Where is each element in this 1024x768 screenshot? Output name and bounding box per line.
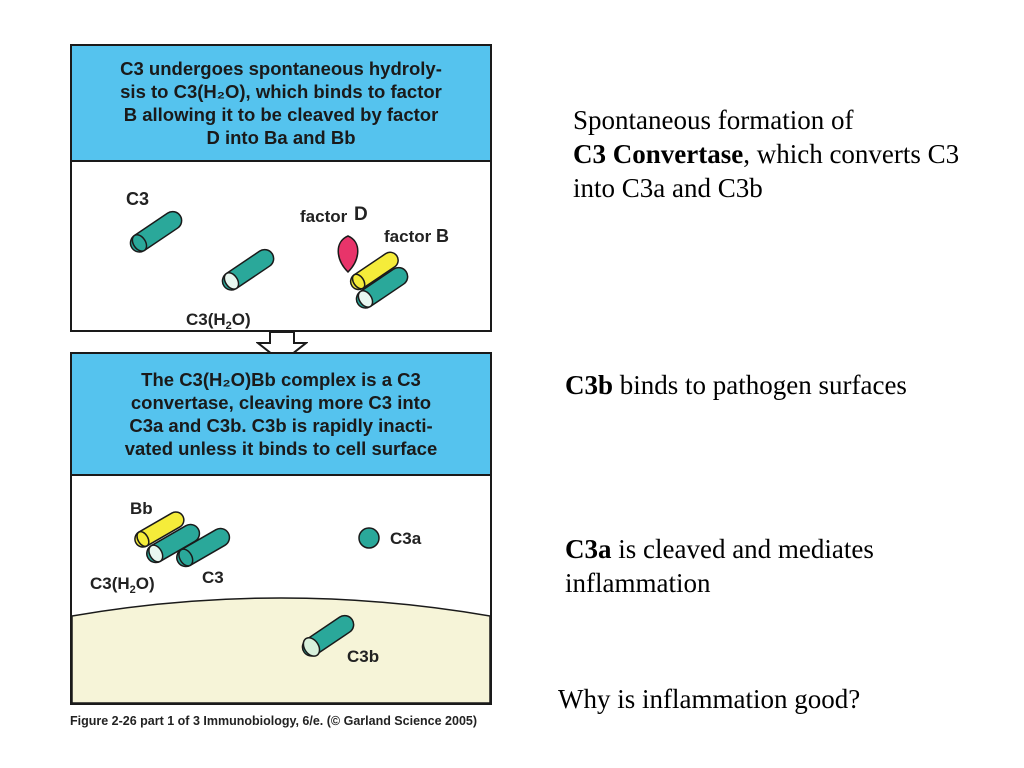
- note3-bold: C3a: [565, 534, 612, 564]
- caption-bottom-text: The C3(H₂O)Bb complex is a C3 convertase…: [125, 368, 438, 460]
- c3a-molecule-icon: [358, 527, 380, 549]
- label-factor-b-word: factor: [384, 227, 432, 246]
- label-c3: C3: [202, 568, 224, 587]
- note1-bold: C3 Convertase: [573, 139, 744, 169]
- illustration-bottom: Bb C3(H2O) C3 C3a C3b: [72, 476, 490, 703]
- cell-surface: [72, 597, 490, 703]
- note2-rest: binds to pathogen surfaces: [613, 370, 907, 400]
- label-c3h2o: C3(H2O): [186, 310, 251, 330]
- c3h2o-molecule-icon: [218, 245, 278, 295]
- figure-credit: Figure 2-26 part 1 of 3 Immunobiology, 6…: [70, 714, 478, 728]
- label-c3b: C3b: [347, 647, 379, 666]
- note1-lead: Spontaneous formation of: [573, 105, 854, 135]
- note3-rest: is cleaved and mediates inflammation: [565, 534, 874, 598]
- note-c3b: C3b binds to pathogen surfaces: [565, 368, 965, 402]
- label-c3h2o-sub: 2: [130, 584, 136, 596]
- c3-molecule-icon: [126, 207, 186, 257]
- caption-line: D into Ba and Bb: [206, 127, 356, 148]
- note1-rest: , which converts C3 into C3a and C3b: [573, 139, 960, 203]
- label-c3h2o-sub: 2: [226, 320, 232, 330]
- label-c3: C3: [126, 189, 149, 209]
- caption-top: C3 undergoes spontaneous hydroly- sis to…: [72, 46, 490, 162]
- illustration-bottom-svg: Bb C3(H2O) C3 C3a C3b: [72, 499, 490, 703]
- caption-line: B allowing it to be cleaved by factor: [123, 104, 439, 125]
- caption-line: The C3(H₂O)Bb complex is a C3: [141, 369, 421, 390]
- factor-d-icon: [337, 235, 359, 274]
- caption-line: C3a and C3b. C3b is rapidly inacti-: [129, 415, 433, 436]
- label-factor-d: factor D: [300, 204, 368, 226]
- label-factor-b-letter: B: [436, 226, 449, 246]
- label-factor-d-word: factor: [300, 207, 348, 226]
- panel-bottom: The C3(H₂O)Bb complex is a C3 convertase…: [70, 352, 492, 705]
- label-c3h2o-base: C3(H: [186, 310, 226, 329]
- label-c3h2o-base: C3(H: [90, 574, 130, 593]
- label-c3h2o-end: O): [232, 310, 251, 329]
- note-c3a: C3a is cleaved and mediates inflammation: [565, 532, 995, 600]
- caption-bottom: The C3(H₂O)Bb complex is a C3 convertase…: [72, 354, 490, 476]
- panel-top: C3 undergoes spontaneous hydroly- sis to…: [70, 44, 492, 332]
- caption-top-text: C3 undergoes spontaneous hydroly- sis to…: [120, 57, 442, 149]
- caption-line: sis to C3(H₂O), which binds to factor: [120, 81, 442, 102]
- label-c3h2o: C3(H2O): [90, 574, 155, 596]
- caption-line: convertase, cleaving more C3 into: [130, 392, 432, 413]
- caption-line: C3 undergoes spontaneous hydroly-: [120, 58, 442, 79]
- note-c3-convertase: Spontaneous formation of C3 Convertase, w…: [573, 103, 973, 205]
- label-bb: Bb: [130, 499, 153, 518]
- label-factor-d-letter: D: [354, 204, 368, 225]
- note-question: Why is inflammation good?: [558, 684, 861, 714]
- caption-line: vated unless it binds to cell surface: [124, 438, 438, 459]
- label-c3a: C3a: [390, 529, 422, 548]
- note2-bold: C3b: [565, 370, 614, 400]
- label-c3h2o-end: O): [136, 574, 155, 593]
